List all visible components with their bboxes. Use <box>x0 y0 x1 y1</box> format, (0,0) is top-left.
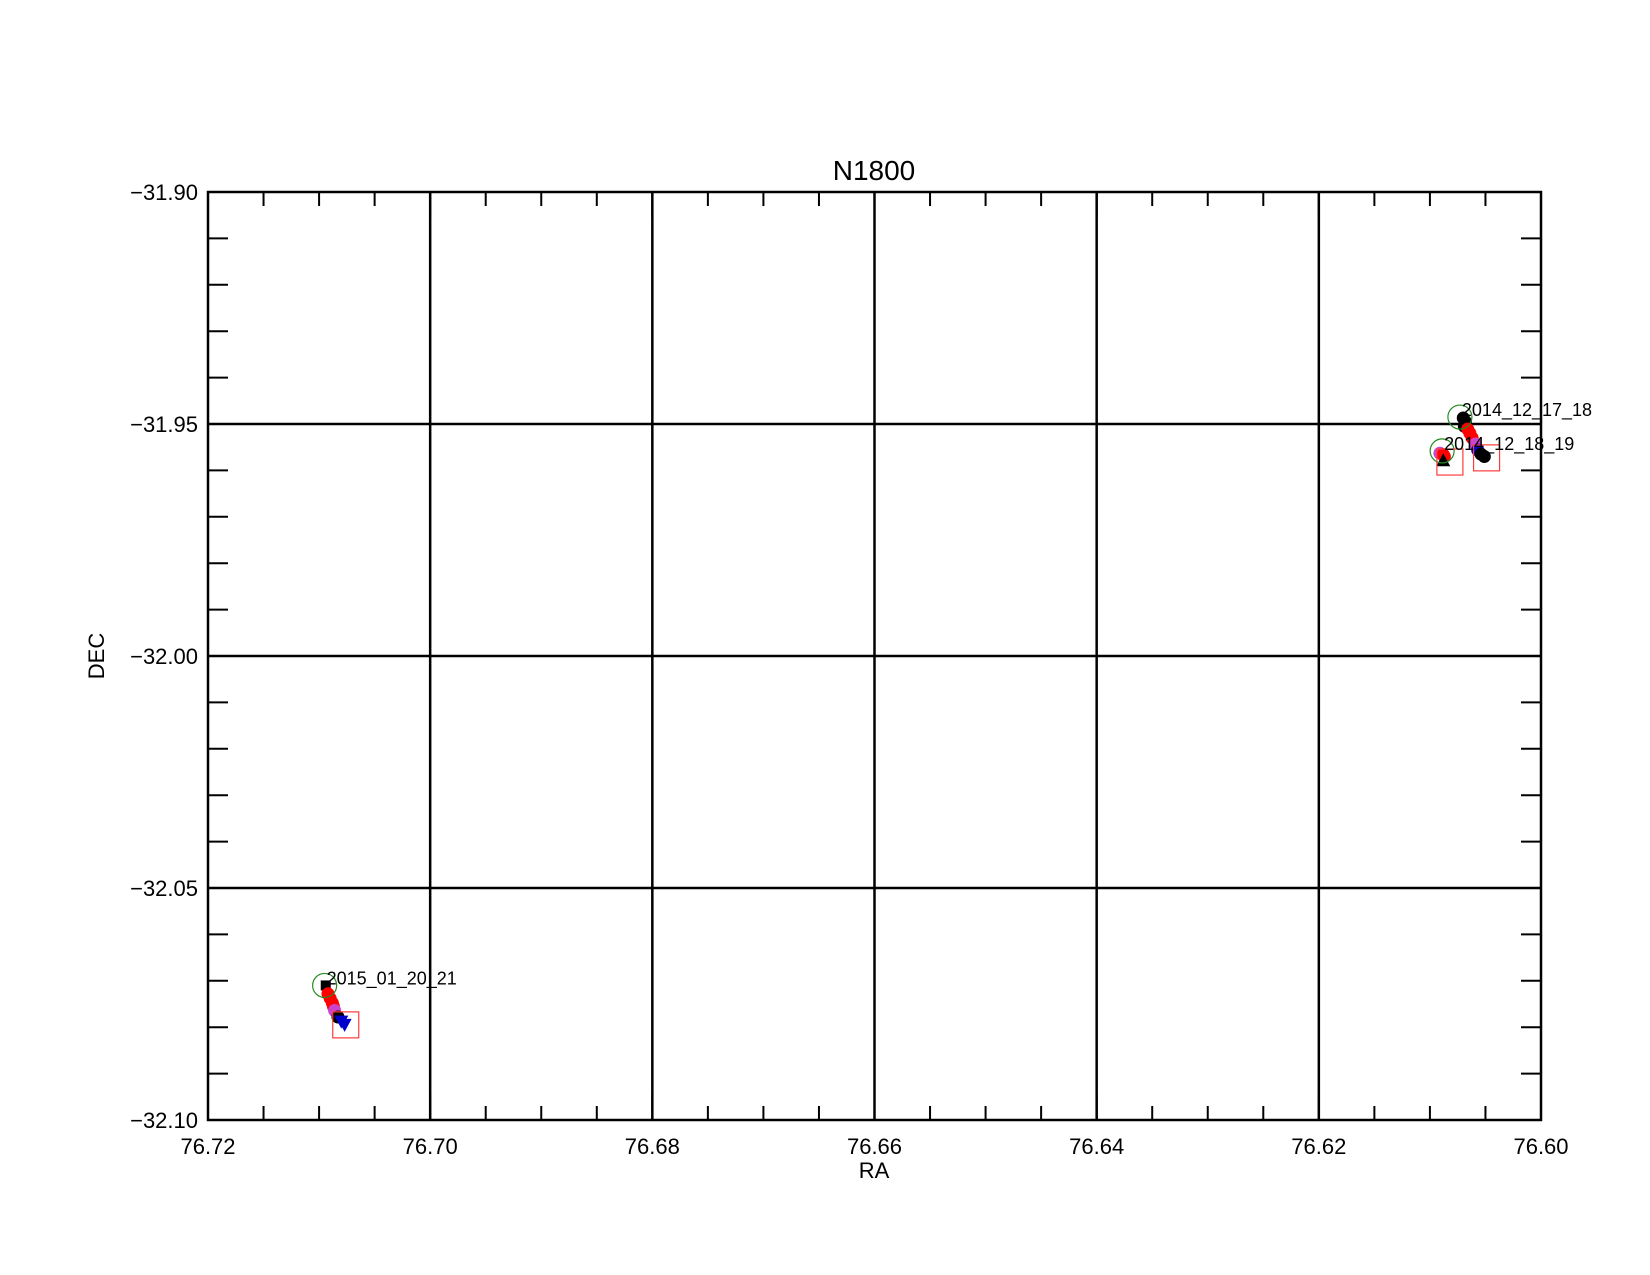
x-tick-label: 76.68 <box>625 1134 680 1159</box>
x-tick-label: 76.62 <box>1291 1134 1346 1159</box>
y-tick-label: −32.10 <box>130 1108 198 1133</box>
track-start-circle <box>1429 438 1455 464</box>
data-point-square <box>320 980 331 991</box>
tick-layer <box>207 191 1542 1121</box>
plot-frame <box>206 190 1543 1122</box>
y-tick-label: −32.05 <box>130 876 198 901</box>
x-axis-label: RA <box>859 1158 890 1183</box>
y-tick-label: −32.00 <box>130 644 198 669</box>
data-point <box>1477 449 1491 463</box>
track-label: 2014_12_18_19 <box>1444 434 1574 455</box>
track-end-square <box>1472 444 1501 472</box>
x-tick-label: 76.60 <box>1513 1134 1568 1159</box>
x-tick-label: 76.64 <box>1069 1134 1124 1159</box>
grid-layer <box>208 192 1541 1120</box>
x-tick-label: 76.70 <box>403 1134 458 1159</box>
y-axis-label: DEC <box>84 633 109 680</box>
track-group: 2015_01_20_21 <box>312 968 457 1039</box>
track-start-circle <box>1447 404 1473 430</box>
y-tick-label: −31.95 <box>130 412 198 437</box>
x-tick-label: 76.66 <box>847 1134 902 1159</box>
track-group: 2014_12_18_19 <box>1429 434 1574 476</box>
track-label: 2014_12_17_18 <box>1462 400 1592 421</box>
data-point-triangle-down <box>337 1018 352 1032</box>
track-group: 2014_12_17_18 <box>1447 400 1592 472</box>
tick-label-layer: 76.72 76.70 76.68 76.66 76.64 76.62 76.60 −31.9… <box>130 180 1568 1159</box>
track-start-circle <box>312 972 338 999</box>
data-layer: 2014_12_17_18 2014_12_18_19 2015_01_20_21 <box>312 400 1592 1039</box>
x-tick-label: 76.72 <box>180 1134 235 1159</box>
track-label: 2015_01_20_21 <box>327 968 457 989</box>
y-tick-label: −31.90 <box>130 180 198 205</box>
track-end-square <box>1436 448 1464 476</box>
chart-title: N1800 <box>833 155 916 186</box>
track-end-square <box>332 1011 360 1039</box>
